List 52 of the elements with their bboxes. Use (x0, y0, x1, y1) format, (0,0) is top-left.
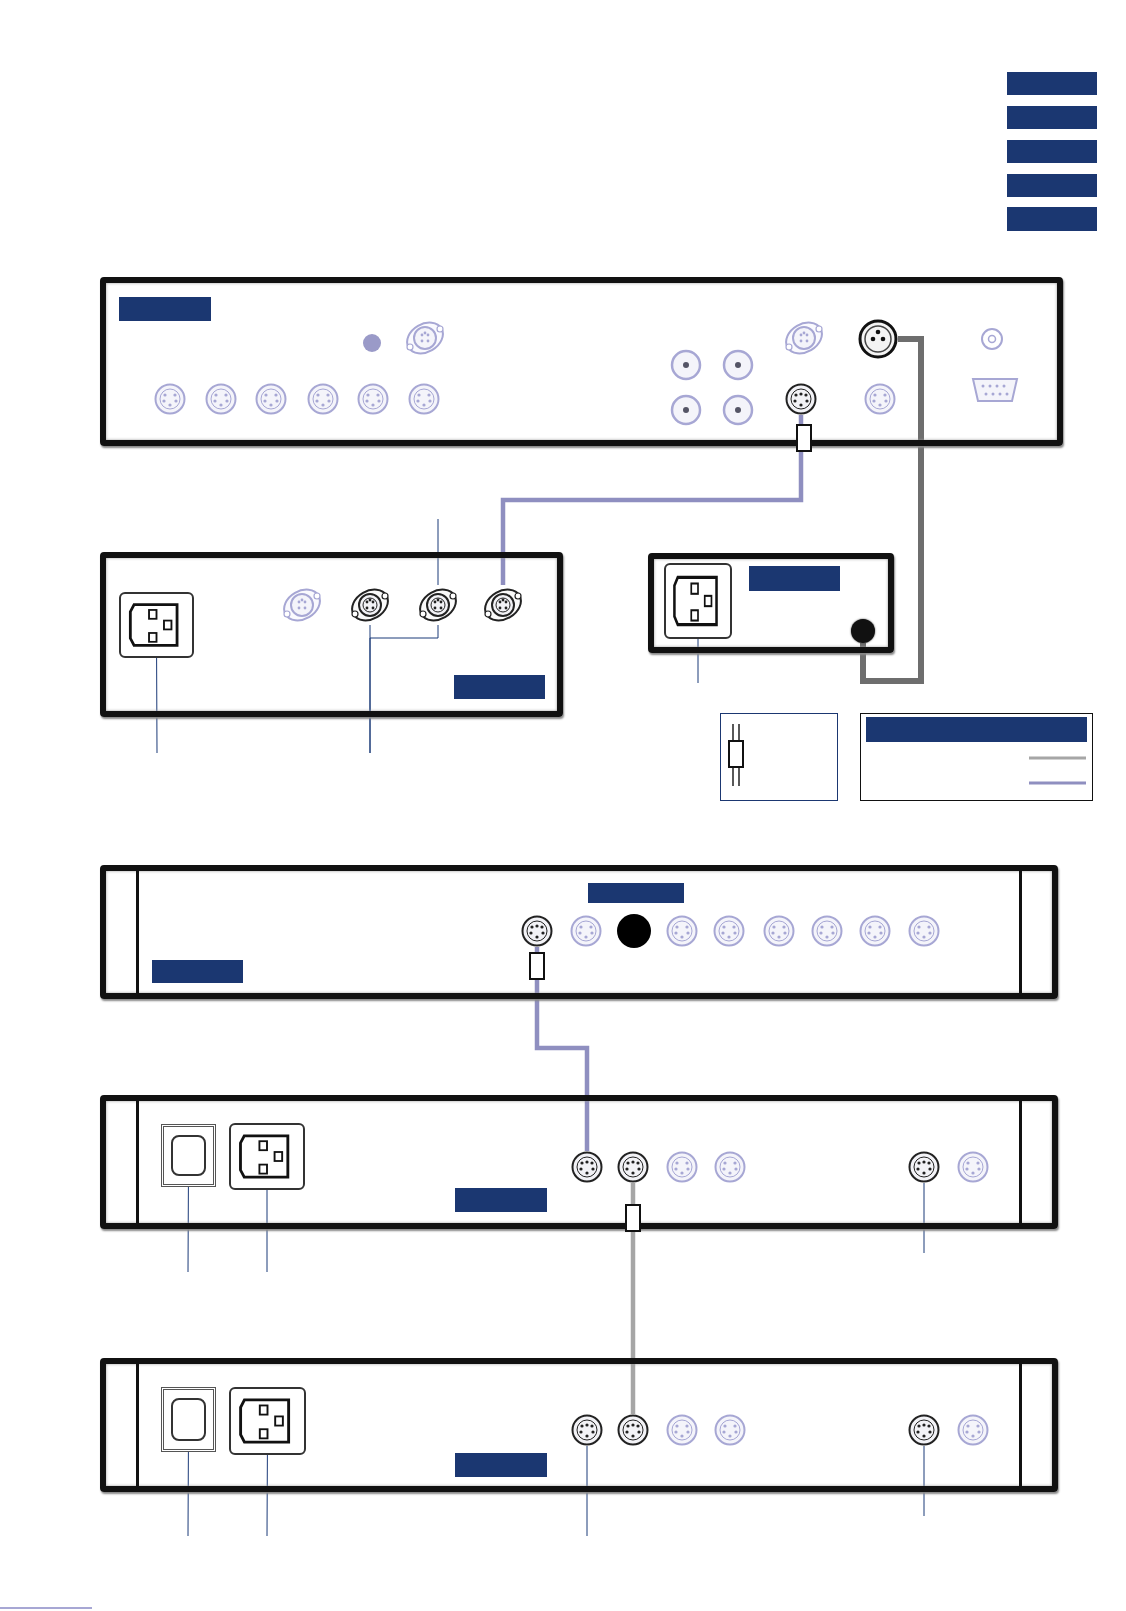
din-socket (617, 1151, 649, 1183)
label-bar (455, 1188, 547, 1212)
label-bar (119, 297, 211, 321)
cable (630, 1183, 636, 1414)
din-socket (571, 1414, 603, 1446)
leader-line (369, 624, 439, 754)
power-inlet (229, 1123, 305, 1190)
leader-line (586, 1445, 588, 1537)
device-rear-panel (100, 1358, 1058, 1492)
label-bar (152, 960, 243, 983)
leader-line (697, 638, 699, 684)
label-bar (749, 566, 840, 591)
leader-line (187, 1451, 189, 1537)
legend-header-bar (865, 716, 1087, 742)
tab-bar (1007, 140, 1097, 163)
legend-box (720, 713, 838, 801)
leader-line (187, 1186, 189, 1273)
device-rear-panel (100, 277, 1063, 446)
power-inlet (119, 592, 194, 658)
xlr-socket (858, 319, 898, 359)
tab-bar (1007, 106, 1097, 129)
tab-bar (1007, 174, 1097, 197)
cable (500, 415, 804, 585)
power-inlet (229, 1387, 306, 1455)
leader-line (156, 657, 158, 754)
label-bar (454, 675, 545, 699)
din-socket (617, 1414, 649, 1446)
leader-line (437, 518, 439, 586)
device-rear-panel (100, 552, 563, 717)
power-switch (161, 1124, 216, 1187)
din-socket (785, 383, 817, 415)
legend-box (860, 713, 1093, 801)
tab-bar (1007, 72, 1097, 95)
device-rear-panel (648, 553, 894, 653)
label-bar (588, 883, 684, 903)
dc-jack (851, 619, 875, 643)
din-socket (908, 1151, 940, 1183)
cable (534, 947, 590, 1151)
power-switch (161, 1387, 216, 1452)
din-socket (908, 1414, 940, 1446)
leader-line (923, 1445, 925, 1517)
device-rear-panel (100, 865, 1058, 999)
label-bar (455, 1453, 547, 1477)
leader-line (266, 1454, 268, 1537)
leader-line (266, 1189, 268, 1273)
leader-line (923, 1182, 925, 1254)
power-inlet (664, 563, 732, 639)
device-rear-panel (100, 1095, 1058, 1229)
tab-bar (1007, 207, 1097, 231)
din-socket (521, 915, 553, 947)
din-socket (571, 1151, 603, 1183)
cable (860, 336, 924, 684)
